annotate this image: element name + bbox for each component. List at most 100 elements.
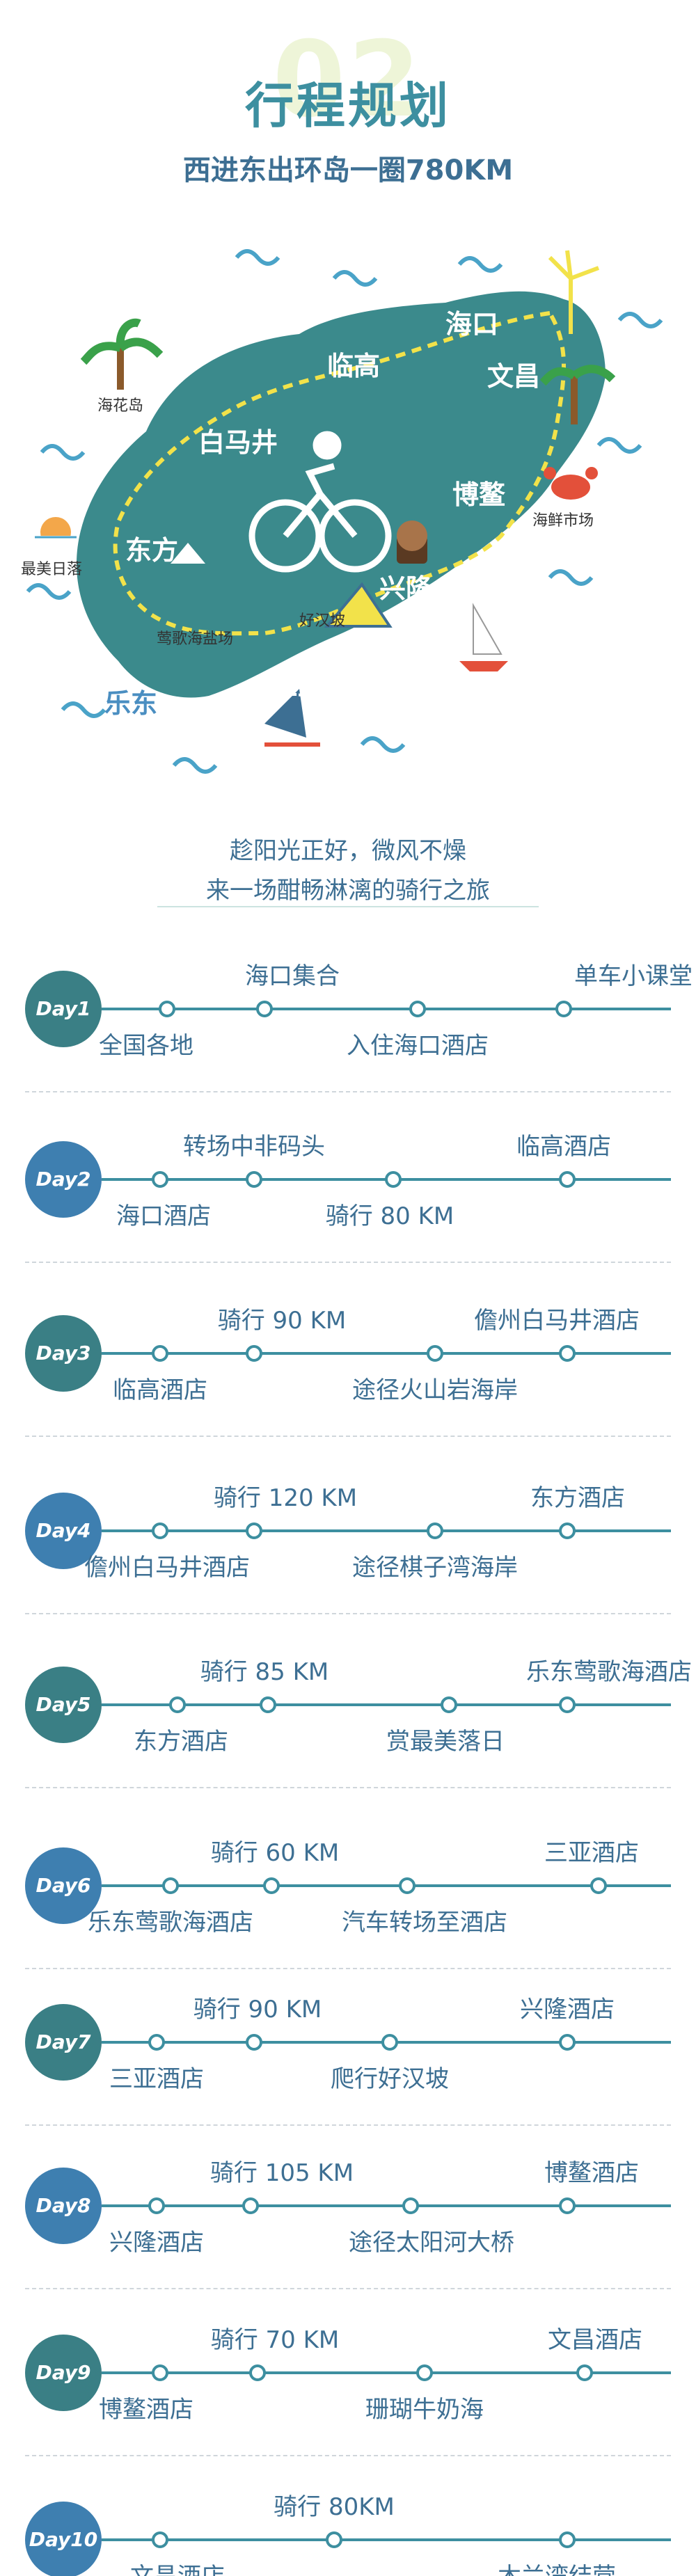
- day-timeline-line: [102, 1352, 671, 1355]
- spot-haixian-shichang: 海鲜市场: [532, 512, 594, 530]
- day-top-label: 骑行 90 KM: [193, 1996, 322, 2024]
- day-top-label: 东方酒店: [530, 1484, 625, 1512]
- city-haikou: 海口: [445, 309, 499, 340]
- crab-icon: [544, 467, 598, 500]
- salt-field-icon: [171, 543, 205, 564]
- day-bottom-label: 汽车转场至酒店: [342, 1909, 507, 1937]
- timeline-node: [260, 1696, 276, 1713]
- day-divider: [25, 1262, 671, 1263]
- timeline-node: [246, 1171, 262, 1188]
- day-timeline-line: [102, 2204, 671, 2207]
- day-bottom-label: 乐东莺歌海酒店: [88, 1909, 253, 1937]
- day-top-label: 单车小课堂: [574, 962, 693, 990]
- day-top-label: 骑行 105 KM: [209, 2159, 354, 2187]
- spot-haohanpo: 好汉坡: [299, 612, 346, 630]
- day-divider: [25, 1436, 671, 1437]
- day-divider: [25, 2124, 671, 2126]
- day-bottom-label: 赏最美落日: [386, 1728, 505, 1756]
- day-badge: Day6: [25, 1847, 102, 1924]
- day-top-label: 骑行 60 KM: [210, 1839, 340, 1867]
- timeline-node: [399, 1877, 416, 1894]
- day-top-label: 乐东莺歌海酒店: [526, 1658, 692, 1686]
- day-bottom-label: 木兰湾结营: [498, 2557, 616, 2576]
- spot-yinge-yanchang: 莺歌海盐场: [157, 630, 234, 648]
- day-top-label: 临高酒店: [516, 1133, 611, 1161]
- day-badge: Day9: [25, 2335, 102, 2411]
- timeline-node: [162, 1877, 179, 1894]
- day-divider: [25, 1787, 671, 1788]
- city-boao: 博鳌: [452, 479, 506, 510]
- timeline-node: [159, 1001, 175, 1017]
- day-badge: Day10: [25, 2502, 102, 2576]
- day-bottom-label: 途径火山岩海岸: [352, 1376, 518, 1404]
- day-badge: Day3: [25, 1315, 102, 1392]
- day-bottom-label: 儋州白马井酒店: [84, 1554, 250, 1582]
- timeline-node: [326, 2531, 342, 2548]
- day-badge: Day4: [25, 1493, 102, 1569]
- day-bottom-label: 爬行好汉坡: [331, 2065, 449, 2093]
- day-timeline-line: [102, 1703, 671, 1706]
- day-bottom-label: 入住海口酒店: [347, 1032, 489, 1060]
- sailboat-icon: [459, 603, 508, 671]
- island-route-map: 海口 临高 文昌 白马井 博鳌 东方 兴隆 三亚 乐东 海花岛 最美日落 海鲜市…: [0, 237, 696, 793]
- day-timeline-line: [102, 2371, 671, 2374]
- timeline-node: [246, 1522, 262, 1539]
- city-lingao: 临高: [327, 351, 381, 381]
- sunset-icon: [35, 517, 77, 550]
- day-timeline-line: [102, 1884, 671, 1887]
- coffee-icon: [397, 520, 427, 564]
- timeline-node: [169, 1696, 186, 1713]
- slogan-line-2: 来一场酣畅淋漓的骑行之旅: [206, 877, 490, 905]
- timeline-node: [559, 2531, 576, 2548]
- day-bottom-label: 全国各地: [99, 1032, 193, 1060]
- hainan-island-shape: [77, 291, 606, 698]
- day-badge: Day2: [25, 1141, 102, 1218]
- day-top-label: 骑行 90 KM: [217, 1307, 347, 1335]
- palm-tree-right-icon: [539, 365, 616, 424]
- timeline-node: [242, 2197, 259, 2214]
- page-subtitle: 西进东出环岛一圈780KM: [182, 154, 514, 186]
- timeline-node: [385, 1171, 402, 1188]
- timeline-node: [559, 1696, 576, 1713]
- timeline-node: [263, 1877, 280, 1894]
- timeline-node: [576, 2364, 593, 2381]
- timeline-node: [441, 1696, 457, 1713]
- windmill-icon: [548, 250, 600, 334]
- timeline-node: [249, 2364, 266, 2381]
- timeline-node: [555, 1001, 572, 1017]
- day-divider: [25, 2288, 671, 2289]
- timeline-node: [246, 2034, 262, 2051]
- timeline-node: [559, 2197, 576, 2214]
- day-bottom-label: 临高酒店: [113, 1376, 207, 1404]
- day-bottom-label: 文昌酒店: [130, 2557, 225, 2576]
- timeline-node: [381, 2034, 398, 2051]
- timeline-node: [559, 1171, 576, 1188]
- timeline-node: [590, 1877, 607, 1894]
- timeline-node: [152, 1522, 168, 1539]
- slogan-line-1: 趁阳光正好，微风不燥: [230, 837, 466, 865]
- day-top-label: 博鳌酒店: [544, 2159, 639, 2187]
- day-badge: Day5: [25, 1667, 102, 1743]
- page-title: 行程规划: [245, 77, 451, 134]
- timeline-node: [148, 2034, 165, 2051]
- wave-decorations: [26, 249, 663, 774]
- timeline-node: [416, 2364, 433, 2381]
- section-number: 02: [272, 19, 424, 141]
- timeline-node: [559, 1522, 576, 1539]
- island-map-illustration: [26, 249, 663, 774]
- day-divider: [25, 2455, 671, 2456]
- day-bottom-label: 兴隆酒店: [109, 2229, 204, 2257]
- day-badge: Day1: [25, 971, 102, 1047]
- day-top-label: 骑行 80KM: [274, 2493, 395, 2521]
- timeline-node: [152, 1171, 168, 1188]
- day-timeline-line: [102, 1008, 671, 1010]
- day-bottom-label: 博鳌酒店: [99, 2396, 193, 2424]
- day-divider: [25, 1613, 671, 1614]
- timeline-node: [427, 1522, 443, 1539]
- city-sanya: 三亚: [271, 671, 325, 701]
- timeline-node: [559, 2034, 576, 2051]
- day-bottom-label: 途径棋子湾海岸: [352, 1554, 518, 1582]
- cyclist-icon: [248, 431, 392, 573]
- day-top-label: 儋州白马井酒店: [474, 1307, 640, 1335]
- timeline-node: [559, 1345, 576, 1362]
